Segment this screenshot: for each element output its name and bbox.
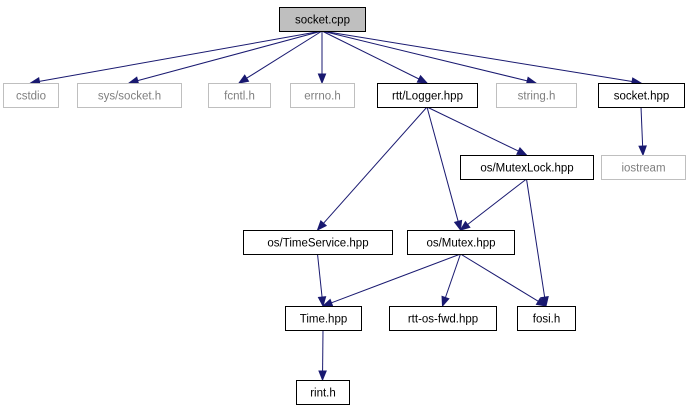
node-label: iostream	[621, 163, 665, 175]
edge-arrowhead	[453, 219, 463, 232]
edge-arrowhead	[318, 370, 327, 382]
edge-line	[640, 106, 644, 147]
node-fosi-h[interactable]: fosi.h	[517, 306, 576, 331]
node-rint-h[interactable]: rint.h	[296, 380, 350, 405]
node-box	[407, 230, 515, 255]
node-socket-cpp[interactable]: socket.cpp	[279, 7, 366, 32]
edge-socket_cpp-to-fcntl_h	[237, 30, 323, 84]
node-box	[279, 7, 366, 32]
node-box	[290, 83, 355, 108]
node-time-hpp[interactable]: Time.hpp	[285, 306, 362, 331]
edge-arrowhead	[459, 220, 471, 231]
edge-line	[321, 30, 528, 82]
edge-line	[39, 30, 323, 82]
edge-arrowhead	[317, 296, 327, 308]
node-box	[389, 306, 497, 331]
node-socket-hpp[interactable]: socket.hpp	[598, 83, 685, 108]
edge-line	[246, 30, 323, 79]
node-label: Time.hpp	[300, 314, 348, 326]
node-label: errno.h	[304, 91, 340, 103]
node-box	[496, 83, 577, 108]
node-sys-socket-h: sys/socket.h	[77, 83, 182, 108]
edge-arrowhead	[441, 295, 450, 308]
node-label: socket.hpp	[614, 91, 670, 103]
edge-os_mutexlock_hpp-to-fosi_h	[526, 178, 549, 308]
edge-line	[460, 253, 539, 302]
edge-socket_cpp-to-rtt_logger_hpp	[321, 30, 429, 84]
node-label: os/MutexLock.hpp	[480, 163, 573, 175]
edge-arrowhead	[416, 74, 429, 84]
edge-socket_cpp-to-sys_socket_h	[127, 30, 323, 85]
edge-os_mutex_hpp-to-time_hpp	[321, 253, 461, 307]
edge-arrowhead	[316, 220, 328, 232]
edge-line	[331, 253, 461, 304]
edge-line	[426, 106, 459, 222]
node-box	[377, 83, 478, 108]
edge-os_mutex_hpp-to-fosi_h	[460, 253, 548, 307]
node-box	[517, 306, 576, 331]
node-label: string.h	[518, 91, 556, 103]
edges-layer	[29, 30, 647, 382]
node-box	[601, 155, 686, 180]
node-box	[243, 230, 393, 255]
edge-arrowhead	[540, 295, 549, 308]
edge-socket_cpp-to-socket_hpp	[321, 30, 643, 86]
edge-arrowhead	[237, 74, 250, 84]
edge-line	[444, 253, 461, 298]
node-string-h: string.h	[496, 83, 577, 108]
edge-rtt_logger_hpp-to-os_mutexlock_hpp	[426, 106, 528, 156]
edge-os_timeservice_hpp-to-time_hpp	[317, 253, 327, 308]
node-label: cstdio	[16, 91, 46, 103]
node-box	[208, 83, 271, 108]
node-errno-h: errno.h	[290, 83, 355, 108]
edge-line	[426, 106, 519, 152]
edge-line	[526, 178, 546, 298]
node-label: os/Mutex.hpp	[426, 238, 495, 250]
nodes-layer: socket.cpp cstdio sys/socket.h fcntl.h errno…	[3, 7, 686, 405]
edge-socket_hpp-to-iostream	[638, 106, 647, 157]
node-rtt-os-fwd-hpp[interactable]: rtt-os-fwd.hpp	[389, 306, 497, 331]
node-label: fcntl.h	[224, 91, 255, 103]
edge-time_hpp-to-rint_h	[318, 329, 327, 382]
node-box	[296, 380, 350, 405]
node-label: os/TimeService.hpp	[267, 238, 368, 250]
edge-line	[137, 30, 323, 82]
edge-line	[323, 106, 428, 224]
edge-arrowhead	[317, 73, 327, 85]
node-box	[77, 83, 182, 108]
node-box	[285, 306, 362, 331]
edge-socket_cpp-to-errno_h	[317, 31, 327, 85]
node-os-timeservice-hpp[interactable]: os/TimeService.hpp	[243, 230, 393, 255]
node-iostream: iostream	[601, 155, 686, 180]
edge-line	[321, 30, 633, 83]
edge-line	[467, 178, 527, 225]
node-label: rint.h	[310, 388, 336, 400]
edge-line	[321, 30, 420, 80]
edge-rtt_logger_hpp-to-os_timeservice_hpp	[316, 106, 428, 232]
edge-os_mutex_hpp-to-rtt_os_fwd_hpp	[441, 253, 461, 308]
node-fcntl-h: fcntl.h	[208, 83, 271, 108]
edge-arrowhead	[638, 145, 647, 157]
edge-rtt_logger_hpp-to-os_mutex_hpp	[426, 106, 463, 232]
edge-line	[317, 253, 323, 298]
node-label: sys/socket.h	[98, 91, 161, 103]
node-label: socket.cpp	[295, 15, 350, 27]
node-os-mutexlock-hpp[interactable]: os/MutexLock.hpp	[460, 155, 594, 180]
edge-arrowhead	[516, 146, 528, 156]
edge-os_mutexlock_hpp-to-os_mutex_hpp	[459, 178, 527, 231]
node-label: rtt-os-fwd.hpp	[408, 314, 478, 326]
node-label: rtt/Logger.hpp	[392, 91, 463, 103]
node-label: fosi.h	[533, 314, 561, 326]
node-box	[598, 83, 685, 108]
node-rtt-logger-hpp[interactable]: rtt/Logger.hpp	[377, 83, 478, 108]
node-box	[3, 83, 59, 108]
node-cstdio: cstdio	[3, 83, 59, 108]
edge-socket_cpp-to-string_h	[321, 30, 538, 85]
node-os-mutex-hpp[interactable]: os/Mutex.hpp	[407, 230, 515, 255]
node-box	[460, 155, 594, 180]
edge-arrowhead	[535, 297, 548, 307]
